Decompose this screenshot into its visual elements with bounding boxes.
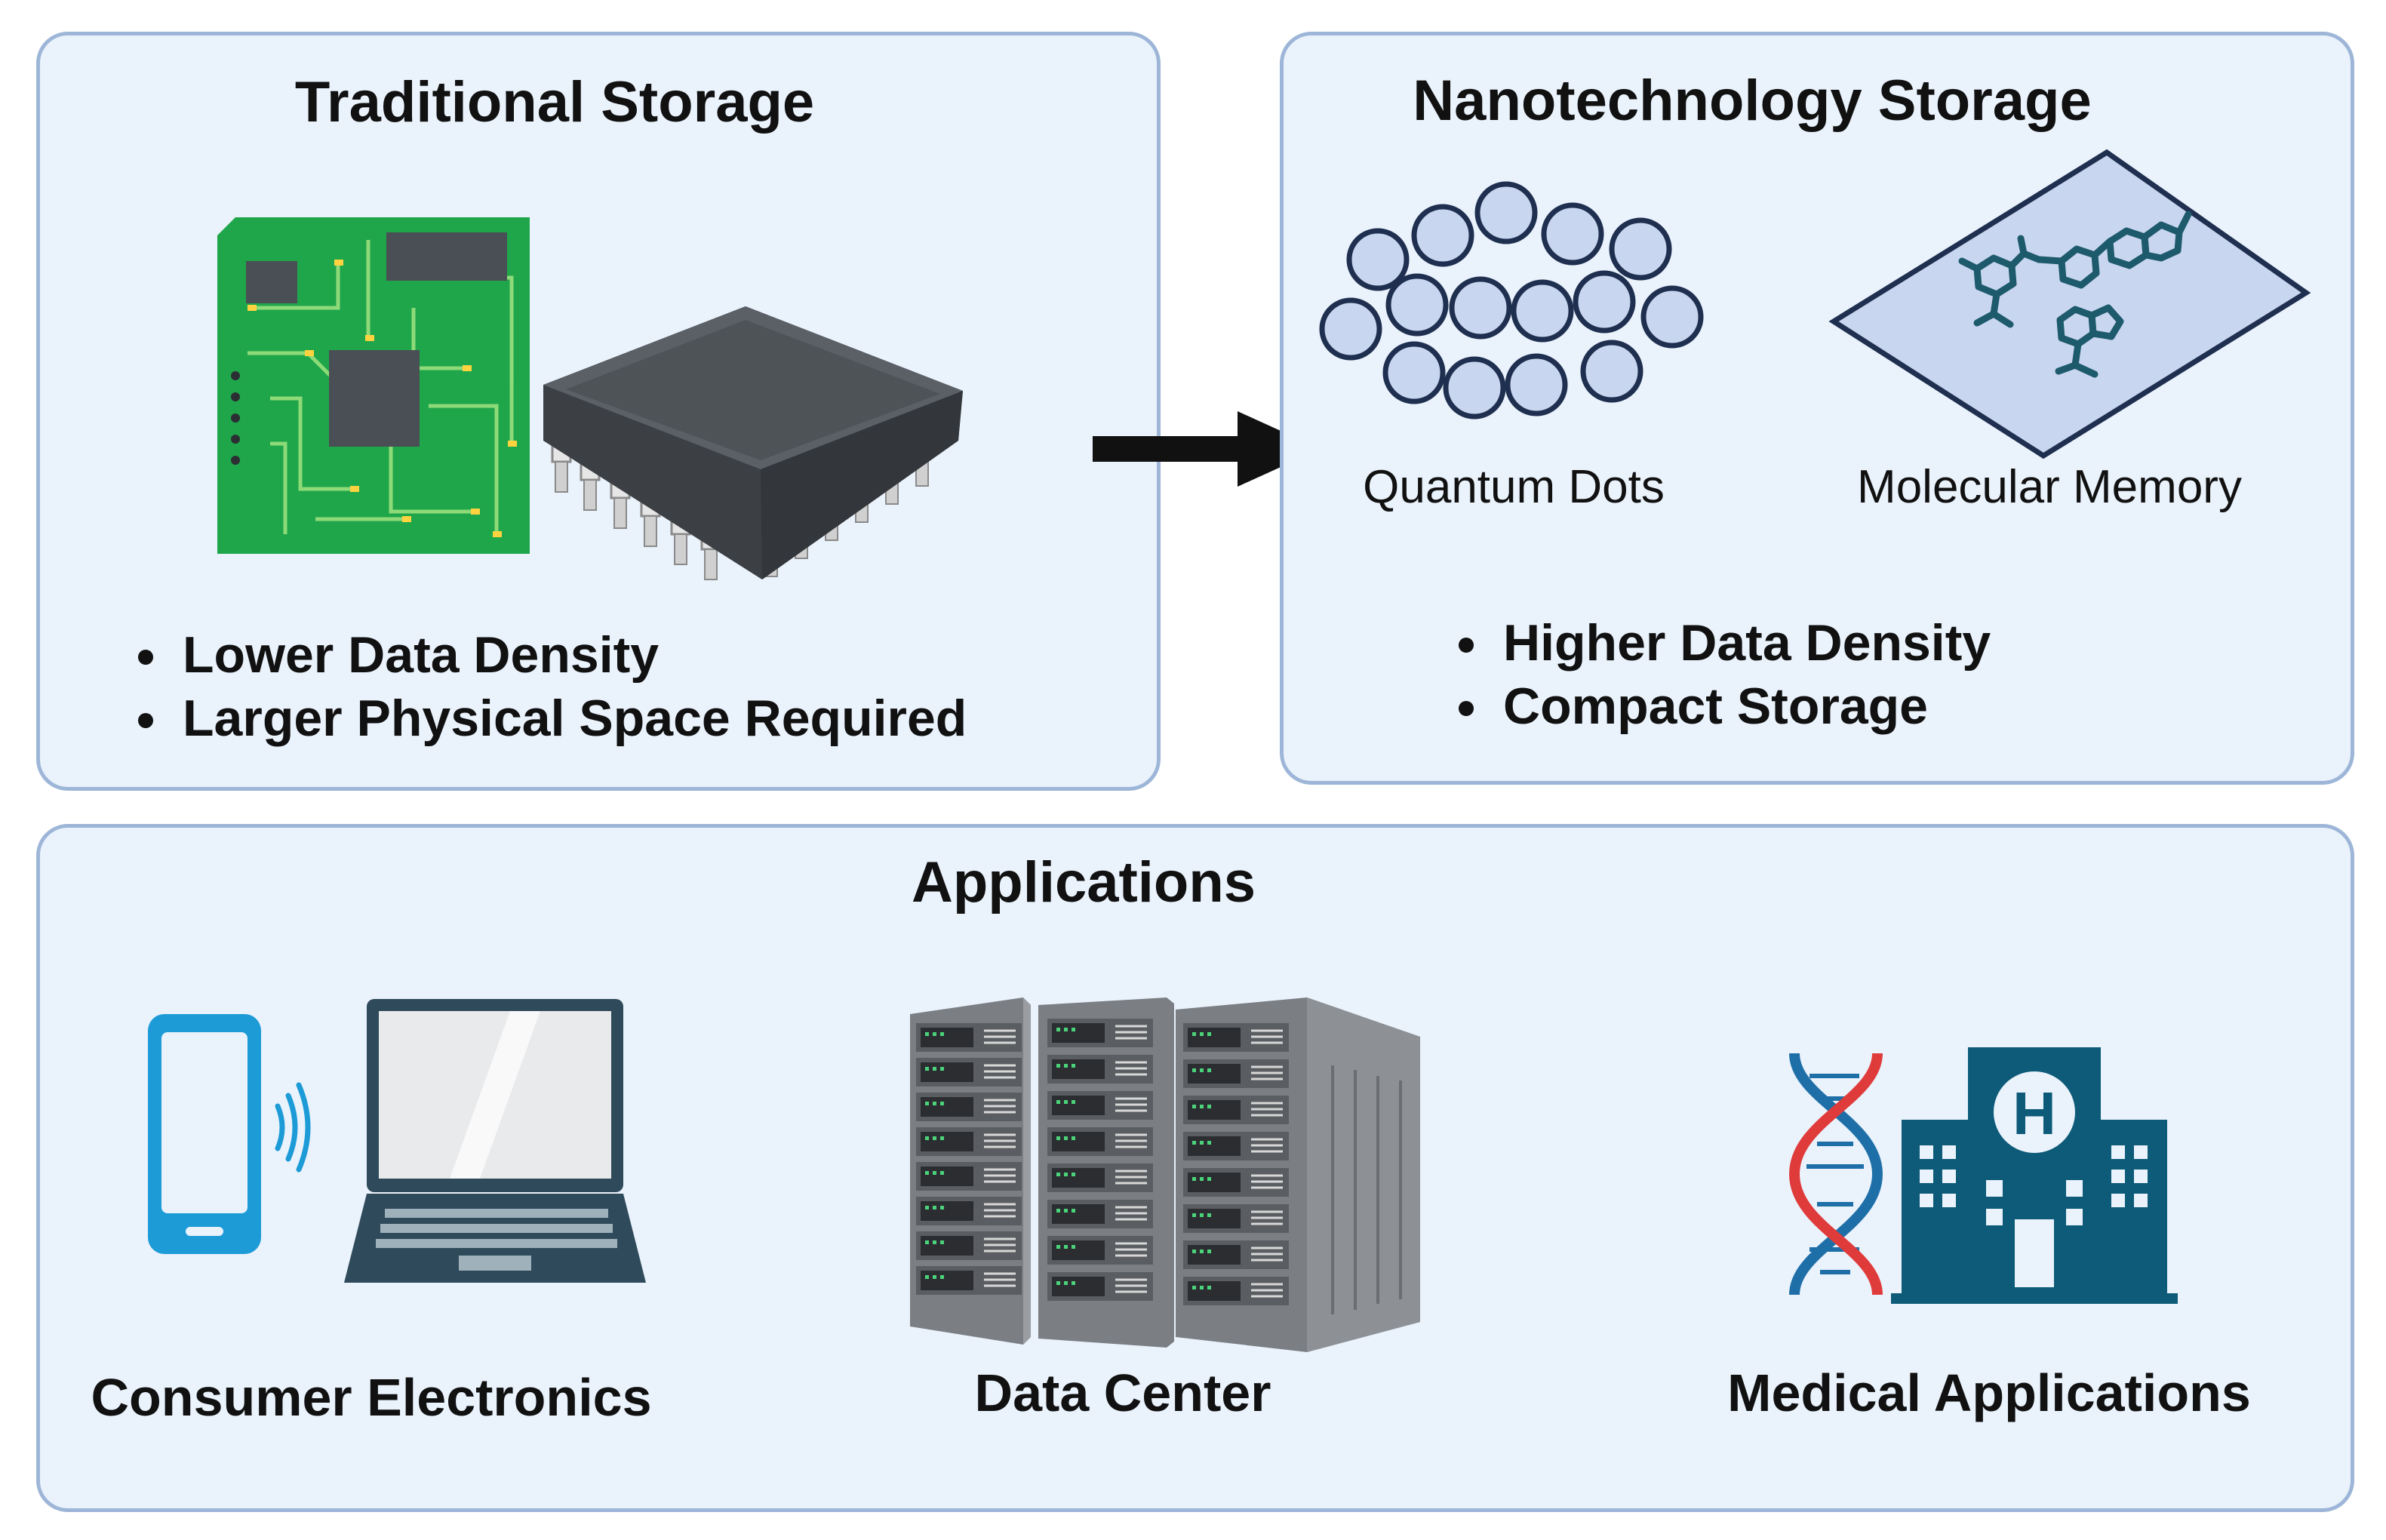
- server-rack-icon: [910, 997, 1420, 1352]
- medical-applications-label: Medical Applications: [1727, 1363, 2251, 1422]
- nanotechnology-bullet: Compact Storage: [1494, 675, 1991, 738]
- traditional-bullet: Larger Physical Space Required: [174, 687, 967, 750]
- nanotechnology-bullets: Higher Data Density Compact Storage: [1434, 611, 1991, 738]
- smartphone-icon: [148, 1014, 311, 1254]
- hospital-letter: H: [2012, 1080, 2056, 1147]
- nanotechnology-bullet: Higher Data Density: [1494, 611, 1991, 675]
- traditional-bullets: Lower Data Density Larger Physical Space…: [113, 623, 967, 750]
- laptop-icon: [344, 999, 646, 1283]
- data-center-label: Data Center: [974, 1363, 1271, 1422]
- molecular-memory-icon: [1828, 149, 2311, 460]
- traditional-bullet: Lower Data Density: [174, 623, 967, 687]
- circuit-board-icon: [217, 217, 530, 554]
- quantum-dots-icon: [1319, 181, 1704, 420]
- quantum-dots-label: Quantum Dots: [1363, 461, 1665, 513]
- molecular-memory-label: Molecular Memory: [1857, 461, 2242, 513]
- hospital-icon: [1891, 1047, 2178, 1304]
- traditional-storage-title: Traditional Storage: [294, 70, 815, 134]
- right-arrow-icon: [1093, 411, 1321, 487]
- microchip-icon: [543, 306, 963, 580]
- consumer-electronics-label: Consumer Electronics: [91, 1368, 652, 1427]
- dna-icon: [1788, 1053, 1883, 1296]
- applications-title: Applications: [911, 850, 1256, 914]
- nanotechnology-storage-title: Nanotechnology Storage: [1413, 69, 2092, 133]
